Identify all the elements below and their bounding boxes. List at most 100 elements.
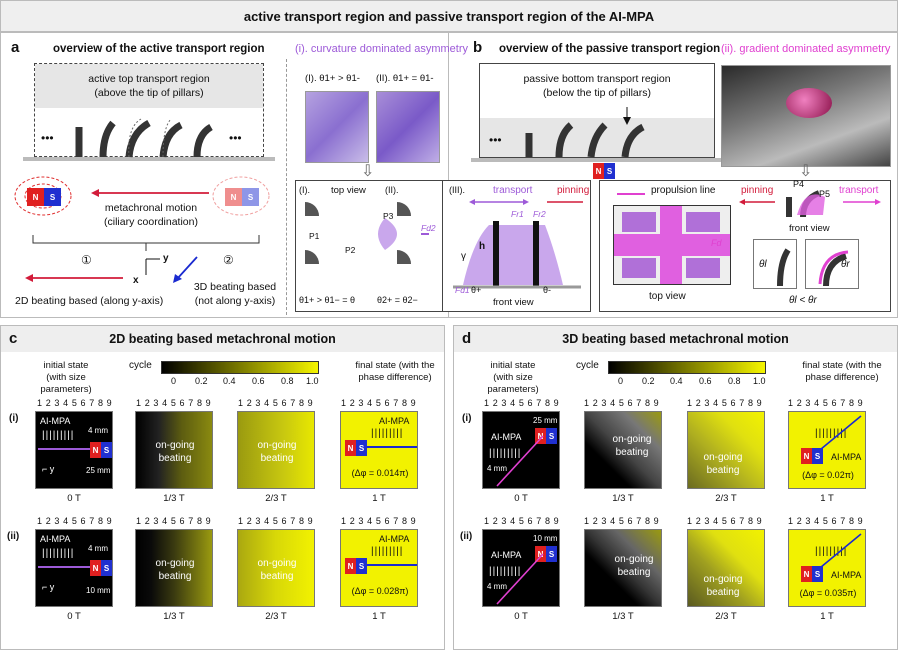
c-ii-ongoing-2: beating [158,571,192,582]
theta-plus-label: θ+ [471,285,482,295]
d-ii-1-3T: on-going beating [584,529,662,607]
colorbar-d-tick-2: 0.4 [670,376,683,386]
d-i-final-pillars: ||||||||| [815,428,848,439]
c-i-pillars: ||||||||| [42,430,75,441]
c-ii-final-pillars: ||||||||| [371,546,404,557]
panel-a-container: a overview of the active transport regio… [0,32,468,318]
magnet-s-faded: S [242,188,259,206]
d-ii-phase: (Δφ = 0.035π) [799,588,857,598]
magnet-field-right [212,176,270,216]
panel-c-container: 2D beating based metachronal motion c in… [0,325,445,650]
final-state-d: final state (with the phase difference) [792,360,892,384]
metachronal-label-1: metachronal motion [104,202,198,214]
colorbar-c [161,361,319,374]
d-ii-ongoing-3: on-going [703,574,743,585]
photo-i-1-label: (I). θ1+ > θ1- [305,73,360,84]
d-i-diag-arrow [496,435,544,487]
c-i-ongoing-4: beating [260,453,294,464]
option-1-label: 2D beating based (along y-axis) [15,295,164,307]
transport-ii-arrow [843,199,881,205]
colorbar-d [608,361,766,374]
p4-label: P4 [793,179,805,189]
d-i-final-n: N [801,448,812,464]
panel-c-header: 2D beating based metachronal motion [1,326,444,352]
c-i-caption-0: 0 T [67,493,81,504]
c-i-magnet-s: S [101,442,112,458]
colorbar-d-tick-3: 0.6 [699,376,712,386]
row-ii-label-d: (ii) [460,531,473,542]
numbers-d-i-0: 1 2 3 4 5 6 7 8 9 [484,398,560,408]
c-i-final-pillars: ||||||||| [371,428,404,439]
passive-region-label-2: (below the tip of pillars) [543,87,651,99]
panel-a-header: overview of the active transport region [53,43,265,55]
dots-right: ••• [229,131,242,145]
photo-i-2-label: (II). θ1+ = θ1- [376,73,434,84]
transport-i: transport [493,185,533,196]
d-i-ongoing-3: on-going [703,452,743,463]
frontview-drop [453,221,581,289]
axis-xy [145,258,160,275]
colorbar-c-tick-0: 0 [171,376,177,386]
panel-b-label: b [473,39,483,56]
numbers-c-ii-3: 1 2 3 4 5 6 7 8 9 [341,516,417,526]
c-i-ongoing-3: on-going [257,440,297,451]
axis-y-label: y [163,253,169,264]
d-i-ongoing-2: beating [615,447,649,458]
schematic-pillars-top [305,202,429,264]
fd2-label: Fd2 [421,223,436,233]
panel-d-container: 3D beating based metachronal motion d in… [453,325,898,650]
c-i-final-ai-mpa: AI-MPA [379,416,410,426]
c-i-caption-3: 1 T [372,493,386,504]
c-ii-final-s: S [356,558,367,574]
final-state-d-text: final state (with the phase difference) [802,360,882,383]
colorbar-d-tick-1: 0.2 [642,376,655,386]
option-2-arrow [173,256,198,283]
c-i-axis: ⌐ y [42,464,55,474]
panel-a-label: a [11,39,20,56]
c-ii-ongoing-4: beating [260,571,294,582]
p2-label: P2 [345,245,356,255]
c-ii-dim-a: 4 mm [88,544,108,553]
c-i-caption-2: 2/3 T [265,493,287,504]
d-ii-final-n: N [801,566,812,582]
option-2-label-1: 3D beating based [193,281,277,293]
down-arrow-ii: ⇩ [799,163,813,180]
active-region-label-2: (above the tip of pillars) [94,87,204,99]
pinning-ii-arrow [739,199,775,205]
magnet-field-left [14,176,72,216]
d-i-caption-3: 1 T [820,493,834,504]
d-ii-final-arrow [814,533,862,573]
c-ii-magnet-s: S [101,560,112,576]
d-i-magnet-s: S [546,428,557,444]
panel-b-header: overview of the passive transport region [499,43,721,55]
d-i-ai-mpa: AI-MPA [491,432,522,442]
passive-region-label-1: passive bottom transport region [523,73,671,85]
propulsion-legend-line [617,193,645,195]
c-i-1-3T: on-going beating [135,411,213,489]
angle-l-sketch [777,248,791,287]
numbers-c-i-3: 1 2 3 4 5 6 7 8 9 [341,398,417,408]
d-ii-ongoing-4: beating [706,587,740,598]
angle-box-l [753,239,797,289]
numbers-c-ii-2: 1 2 3 4 5 6 7 8 9 [238,516,314,526]
colorbar-c-tick-5: 1.0 [306,376,319,386]
topview-ii-pad-2 [686,212,720,232]
d-i-caption-2: 2/3 T [715,493,737,504]
c-ii-final-n: N [345,558,356,574]
c-ii-pillars: ||||||||| [42,548,75,559]
colorbar-c-tick-2: 0.4 [223,376,236,386]
axis-x-label: x [133,275,139,286]
c-i-dim-b: 25 mm [86,466,111,475]
pinning-ii: pinning [741,185,774,196]
d-i-final-arrow [814,415,862,455]
p3-label: P3 [383,211,394,221]
c-i-ongoing-2: beating [158,453,192,464]
fd-label: Fd [711,238,722,248]
gamma-label: γ [461,251,466,262]
